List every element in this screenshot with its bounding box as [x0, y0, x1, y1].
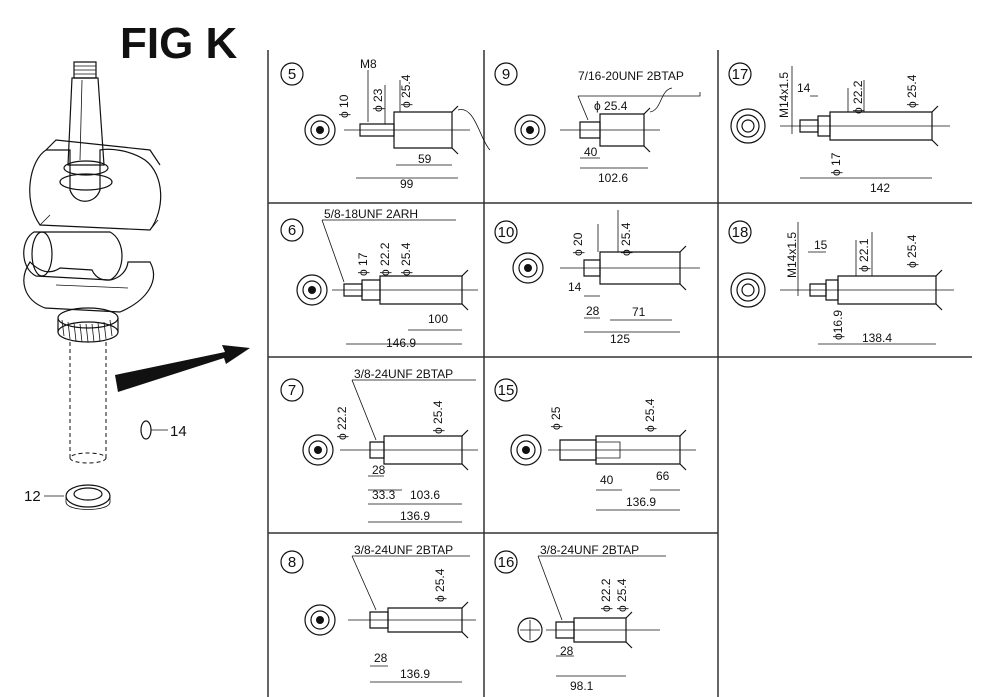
- svg-text:ϕ 22.2: ϕ 22.2: [335, 406, 349, 440]
- svg-text:40: 40: [584, 145, 598, 159]
- svg-text:5/8-18UNF 2ARH: 5/8-18UNF 2ARH: [324, 207, 418, 221]
- svg-text:3/8-24UNF 2BTAP: 3/8-24UNF 2BTAP: [354, 543, 453, 557]
- svg-text:ϕ 25.4: ϕ 25.4: [905, 74, 919, 108]
- callout-14: 14: [170, 423, 187, 440]
- svg-text:66: 66: [656, 469, 670, 483]
- cell-16: 16 3/8-24UNF 2BTAP ϕ 22.2 ϕ 25.4 28 98.1: [494, 543, 666, 693]
- svg-text:ϕ 25: ϕ 25: [549, 406, 563, 430]
- svg-text:ϕ 20: ϕ 20: [571, 232, 585, 256]
- svg-text:ϕ 25.4: ϕ 25.4: [643, 398, 657, 432]
- pointer-arrow: [115, 345, 250, 392]
- svg-text:7: 7: [288, 382, 296, 399]
- svg-text:3/8-24UNF 2BTAP: 3/8-24UNF 2BTAP: [354, 367, 453, 381]
- svg-text:59: 59: [418, 152, 432, 166]
- cell-6: 6 5/8-18UNF 2ARH ϕ 17 ϕ 22.2 ϕ 25.4 100 …: [280, 207, 478, 350]
- svg-text:M14x1.5: M14x1.5: [777, 72, 791, 118]
- thread-label: M8: [360, 57, 377, 71]
- svg-text:103.6: 103.6: [410, 488, 440, 502]
- svg-text:136.9: 136.9: [626, 495, 656, 509]
- svg-text:15: 15: [498, 382, 515, 399]
- figure-title: FIG K: [120, 19, 238, 68]
- svg-text:ϕ 25.4: ϕ 25.4: [594, 99, 628, 113]
- svg-text:ϕ 22.2: ϕ 22.2: [851, 80, 865, 114]
- oil-seal-part: 12: [24, 484, 111, 510]
- pin-part: 14: [140, 420, 187, 440]
- svg-text:138.4: 138.4: [862, 331, 892, 345]
- svg-text:33.3: 33.3: [372, 488, 396, 502]
- svg-text:98.1: 98.1: [570, 679, 594, 693]
- svg-text:ϕ 25.4: ϕ 25.4: [905, 234, 919, 268]
- svg-text:7/16-20UNF 2BTAP: 7/16-20UNF 2BTAP: [578, 69, 684, 83]
- svg-text:14: 14: [568, 280, 582, 294]
- svg-text:ϕ 25.4: ϕ 25.4: [615, 578, 629, 612]
- svg-text:136.9: 136.9: [400, 667, 430, 681]
- svg-text:102.6: 102.6: [598, 171, 628, 185]
- svg-text:ϕ 25.4: ϕ 25.4: [433, 568, 447, 602]
- svg-text:M14x1.5: M14x1.5: [785, 232, 799, 278]
- svg-text:71: 71: [632, 305, 646, 319]
- svg-text:40: 40: [600, 473, 614, 487]
- cell-5: 5 M8 ϕ 10 ϕ 23 ϕ 25.4 59 99: [280, 57, 491, 191]
- svg-text:28: 28: [372, 463, 386, 477]
- cell-18: 18 M14x1.5 15 ϕ 22.1 ϕ 25.4 ϕ16.9 138.4: [728, 220, 954, 345]
- svg-text:ϕ 25.4: ϕ 25.4: [399, 242, 413, 276]
- table-grid: [267, 50, 972, 697]
- cell-15: 15 ϕ 25 ϕ 25.4 40 66 136.9: [494, 378, 696, 511]
- svg-text:99: 99: [400, 177, 414, 191]
- svg-text:ϕ 22.1: ϕ 22.1: [857, 238, 871, 272]
- svg-text:ϕ 22.2: ϕ 22.2: [599, 578, 613, 612]
- svg-text:ϕ 25.4: ϕ 25.4: [431, 400, 445, 434]
- svg-text:125: 125: [610, 332, 630, 346]
- cell-8: 8 3/8-24UNF 2BTAP ϕ 25.4 28 136.9: [280, 543, 476, 683]
- svg-text:28: 28: [560, 644, 574, 658]
- svg-text:ϕ 25.4: ϕ 25.4: [619, 222, 633, 256]
- svg-text:ϕ 10: ϕ 10: [337, 94, 351, 118]
- cell-9: 9 7/16-20UNF 2BTAP ϕ 25.4 40 102.6: [494, 62, 701, 185]
- svg-text:6: 6: [288, 222, 296, 239]
- cell-10: 10 ϕ 20 ϕ 25.4 14 28 71 125: [494, 210, 700, 346]
- svg-text:14: 14: [797, 81, 811, 95]
- svg-text:ϕ 17: ϕ 17: [356, 252, 370, 276]
- svg-text:100: 100: [428, 312, 448, 326]
- svg-text:15: 15: [814, 238, 828, 252]
- svg-text:28: 28: [374, 651, 388, 665]
- svg-text:16: 16: [498, 554, 515, 571]
- svg-text:136.9: 136.9: [400, 509, 430, 523]
- svg-text:10: 10: [498, 224, 515, 241]
- svg-text:ϕ 23: ϕ 23: [371, 88, 385, 112]
- cell-number: 5: [288, 66, 296, 83]
- svg-text:8: 8: [288, 554, 296, 571]
- svg-text:ϕ 25.4: ϕ 25.4: [399, 74, 413, 108]
- cell-7: 7 3/8-24UNF 2BTAP ϕ 22.2 ϕ 25.4 28 33.3 …: [280, 367, 478, 523]
- cell-17: 17 M14x1.5 14 ϕ 22.2 ϕ 25.4 ϕ 17 142: [728, 62, 950, 195]
- callout-12: 12: [24, 488, 41, 505]
- svg-text:28: 28: [586, 304, 600, 318]
- svg-text:ϕ 17: ϕ 17: [829, 152, 843, 176]
- svg-text:9: 9: [502, 66, 510, 83]
- svg-text:18: 18: [732, 224, 749, 241]
- crankshaft-illustration: [23, 61, 162, 464]
- svg-text:146.9: 146.9: [386, 336, 416, 350]
- svg-text:17: 17: [732, 66, 749, 83]
- svg-text:ϕ16.9: ϕ16.9: [831, 310, 845, 340]
- svg-text:142: 142: [870, 181, 890, 195]
- svg-text:3/8-24UNF 2BTAP: 3/8-24UNF 2BTAP: [540, 543, 639, 557]
- svg-text:ϕ 22.2: ϕ 22.2: [378, 242, 392, 276]
